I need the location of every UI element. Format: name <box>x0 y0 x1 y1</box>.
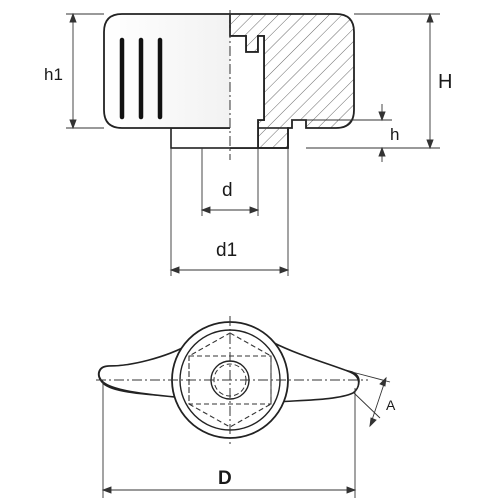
dimension-A <box>351 371 391 428</box>
label-d: d <box>222 180 233 201</box>
dimension-d <box>200 148 260 216</box>
dimension-D <box>101 382 357 498</box>
knob-left-half <box>103 13 230 129</box>
left-wing <box>98 342 191 399</box>
dimension-d1 <box>169 148 290 276</box>
side-view: h1 H h d <box>44 10 452 276</box>
label-h1: h1 <box>44 65 63 84</box>
label-H: H <box>438 71 452 93</box>
label-A: A <box>386 397 396 413</box>
dimension-H <box>306 12 440 150</box>
label-D: D <box>218 468 232 489</box>
grip-grooves <box>119 37 163 120</box>
label-d1: d1 <box>216 240 237 261</box>
dimension-h <box>292 104 392 162</box>
top-view: A D <box>96 316 396 498</box>
dimension-h1 <box>66 12 104 130</box>
threaded-insert <box>230 35 265 149</box>
label-h: h <box>390 125 399 144</box>
right-wing <box>271 340 360 403</box>
